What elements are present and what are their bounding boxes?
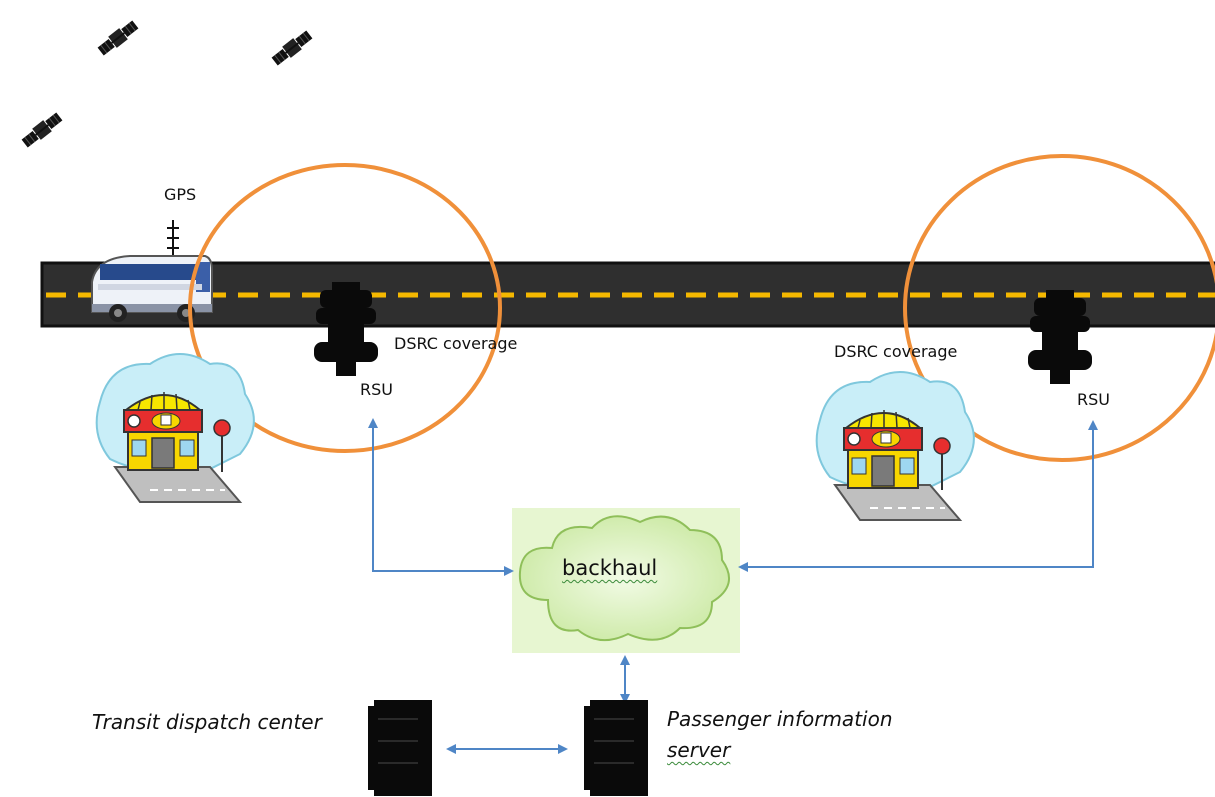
dsrc-coverage-ring-left [188, 163, 502, 453]
bus-icon [91, 255, 213, 322]
gps-antenna-icon [167, 220, 179, 258]
rsu-label-right: RSU [1077, 390, 1110, 409]
link-rsu-right-backhaul [738, 420, 1098, 572]
satellite-icon [95, 17, 141, 59]
server-icon [584, 700, 648, 796]
traffic-light-icon [314, 282, 378, 376]
gps-label: GPS [164, 185, 197, 204]
backhaul-label: backhaul [562, 556, 658, 580]
dsrc-coverage-label-right: DSRC coverage [834, 342, 958, 361]
bus-stop-shop-icon [815, 371, 975, 521]
passenger-info-label-line2: server [667, 738, 731, 762]
cloud-icon [518, 515, 731, 641]
road [40, 261, 1215, 328]
satellite-icon [19, 109, 65, 151]
passenger-info-label-line1: Passenger information [667, 707, 893, 731]
satellite-icon [269, 27, 315, 69]
link-rsu-left-backhaul [368, 418, 514, 576]
traffic-light-icon [1028, 290, 1092, 384]
dispatch-center-label: Transit dispatch center [92, 710, 322, 734]
dsrc-coverage-label-left: DSRC coverage [394, 334, 518, 353]
bus-stop-shop-icon [95, 353, 255, 503]
server-icon [368, 700, 432, 796]
rsu-label-left: RSU [360, 380, 393, 399]
